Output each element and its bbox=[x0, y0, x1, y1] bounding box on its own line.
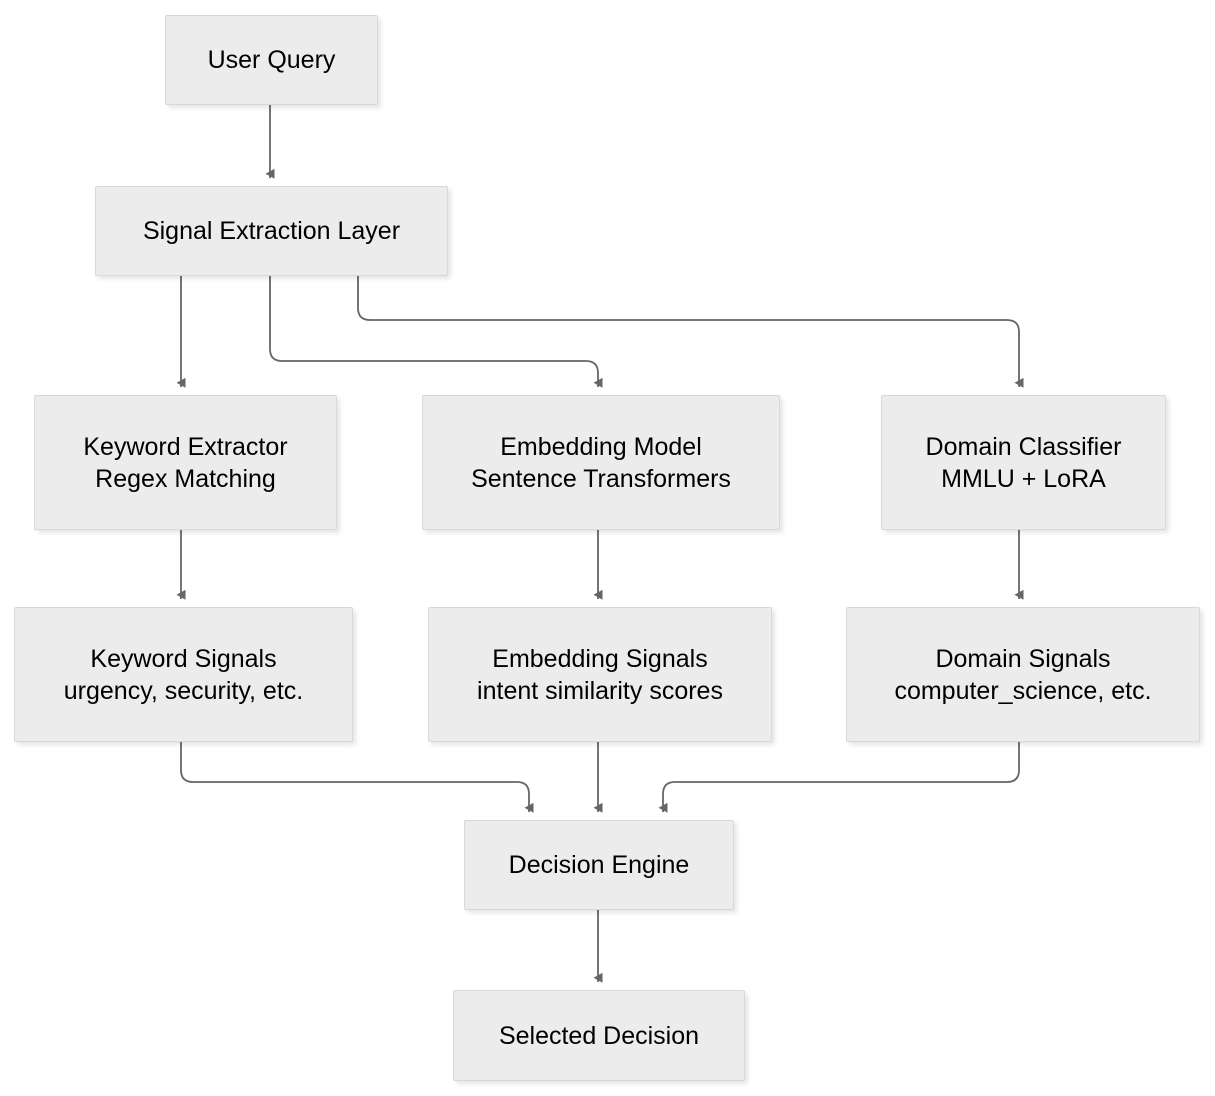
node-embedding-signals-line1: Embedding Signals bbox=[492, 644, 708, 673]
node-keyword-signals[interactable]: Keyword Signals urgency, security, etc. bbox=[14, 607, 353, 742]
node-domain-classifier[interactable]: Domain Classifier MMLU + LoRA bbox=[881, 395, 1166, 530]
node-domain-signals-line1: Domain Signals bbox=[935, 644, 1111, 673]
node-domain-signals[interactable]: Domain Signals computer_science, etc. bbox=[846, 607, 1200, 742]
node-keyword-extractor-line1: Keyword Extractor bbox=[83, 432, 288, 461]
node-signal-extraction-layer-line1: Signal Extraction Layer bbox=[142, 217, 401, 245]
node-keyword-signals-line1: Keyword Signals bbox=[90, 644, 277, 673]
node-embedding-model[interactable]: Embedding Model Sentence Transformers bbox=[422, 395, 780, 530]
node-decision-engine-line1: Decision Engine bbox=[508, 851, 690, 879]
node-keyword-signals-line2: urgency, security, etc. bbox=[63, 676, 304, 705]
node-keyword-extractor-line2: Regex Matching bbox=[95, 464, 276, 493]
node-signal-extraction-layer[interactable]: Signal Extraction Layer bbox=[95, 186, 448, 276]
node-decision-engine[interactable]: Decision Engine bbox=[464, 820, 734, 910]
edge-signal-extraction-to-domain-classifier bbox=[357, 276, 1024, 388]
node-domain-signals-line2: computer_science, etc. bbox=[894, 676, 1152, 705]
node-embedding-model-line2: Sentence Transformers bbox=[471, 464, 731, 493]
node-user-query[interactable]: User Query bbox=[165, 15, 378, 105]
node-embedding-model-line1: Embedding Model bbox=[500, 432, 702, 461]
node-embedding-signals[interactable]: Embedding Signals intent similarity scor… bbox=[428, 607, 772, 742]
node-embedding-signals-line2: intent similarity scores bbox=[477, 676, 723, 705]
node-domain-classifier-line2: MMLU + LoRA bbox=[941, 464, 1106, 493]
node-selected-decision-line1: Selected Decision bbox=[498, 1021, 700, 1050]
edge-signal-extraction-to-embedding-model bbox=[269, 276, 603, 388]
edge-keyword-signals-to-decision-engine bbox=[180, 742, 534, 813]
edge-domain-signals-to-decision-engine bbox=[658, 742, 1020, 813]
node-domain-classifier-line1: Domain Classifier bbox=[925, 432, 1122, 461]
node-keyword-extractor[interactable]: Keyword Extractor Regex Matching bbox=[34, 395, 337, 530]
node-user-query-line1: User Query bbox=[207, 46, 336, 74]
node-selected-decision[interactable]: Selected Decision bbox=[453, 990, 745, 1081]
